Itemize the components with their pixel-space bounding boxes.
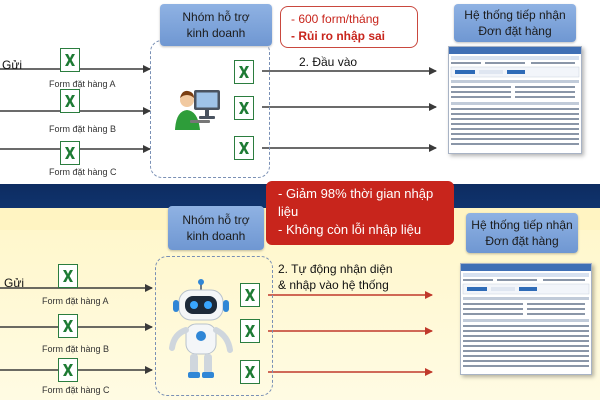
top-form-label-c: Form đặt hàng C [49, 167, 117, 177]
bottom-form-label-b: Form đặt hàng B [42, 344, 110, 354]
bottom-form-label-a: Form đặt hàng A [42, 296, 109, 306]
bottom-callout: - Giảm 98% thời gian nhập liệu - Không c… [266, 181, 454, 245]
bottom-system-box: Hệ thống tiếp nhận Đơn đặt hàng [466, 213, 578, 253]
top-callout: - 600 form/tháng - Rủi ro nhập sai [280, 6, 418, 48]
bottom-callout-line-1: - Giảm 98% thời gian nhập [278, 186, 434, 201]
excel-icon [240, 360, 260, 384]
excel-icon [58, 314, 78, 338]
bottom-team-line-2: kinh doanh [186, 229, 246, 243]
top-team-box: Nhóm hỗ trợ kinh doanh [160, 4, 272, 46]
top-system-box: Hệ thống tiếp nhận Đơn đặt hàng [454, 4, 576, 42]
top-callout-line-2: - Rủi ro nhập sai [291, 29, 386, 43]
bottom-step-line-1: 2. Tự động nhận diện [278, 262, 393, 276]
excel-icon [58, 264, 78, 288]
top-system-line-1: Hệ thống tiếp nhận [464, 8, 566, 22]
excel-icon [240, 283, 260, 307]
bottom-sender-label: Gửi [4, 276, 25, 290]
excel-icon [60, 89, 80, 113]
excel-icon [234, 96, 254, 120]
bottom-team-line-1: Nhóm hỗ trợ [182, 213, 250, 227]
top-sender-label: Gửi [2, 58, 23, 72]
bottom-system-line-1: Hệ thống tiếp nhận [471, 218, 573, 232]
bottom-callout-line-2: liệu [278, 204, 299, 219]
top-callout-line-1: - 600 form/tháng [291, 12, 380, 26]
top-form-label-b: Form đặt hàng B [49, 124, 117, 134]
bottom-callout-line-3: - Không còn lỗi nhập liệu [278, 222, 422, 237]
bottom-step-line-2: & nhập vào hệ thống [278, 278, 389, 292]
excel-icon [58, 358, 78, 382]
top-team-line-2: kinh doanh [186, 26, 246, 40]
top-team-line-1: Nhóm hỗ trợ [182, 10, 250, 24]
excel-icon [60, 48, 80, 72]
excel-icon [234, 136, 254, 160]
robot-icon [169, 279, 233, 378]
excel-icon [234, 60, 254, 84]
app-window-screenshot [448, 46, 582, 154]
bottom-system-line-2: Đơn đặt hàng [485, 234, 559, 248]
person-at-computer-icon [175, 90, 220, 130]
top-form-label-a: Form đặt hàng A [49, 79, 116, 89]
top-system-line-2: Đơn đặt hàng [478, 24, 552, 38]
excel-icon [240, 319, 260, 343]
bottom-team-box: Nhóm hỗ trợ kinh doanh [168, 206, 264, 250]
excel-icon [60, 141, 80, 165]
top-step-label: 2. Đầu vào [299, 55, 358, 69]
app-window-screenshot [460, 263, 592, 375]
bottom-team-group [155, 256, 273, 396]
bottom-form-label-c: Form đặt hàng C [42, 385, 110, 395]
